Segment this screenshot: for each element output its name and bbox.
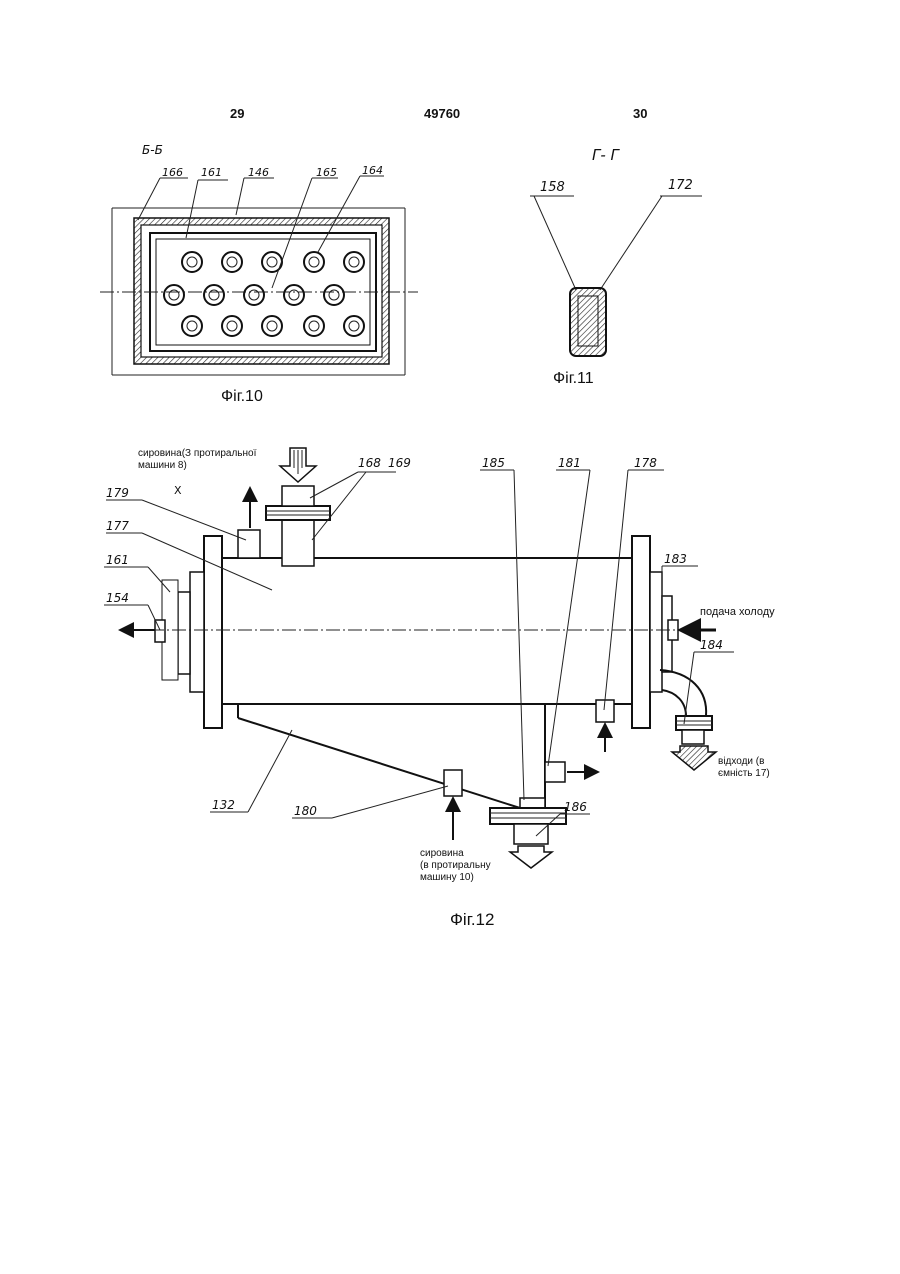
fig10-caption: Фіг.10 <box>221 388 263 406</box>
fig12-heat-exchanger <box>104 448 734 868</box>
fig12-label-177: 177 <box>106 519 129 533</box>
fig12-label-132: 132 <box>212 798 235 812</box>
fig12-label-169-text: 169 <box>388 456 411 470</box>
raw-inlet-line2: машини 8) <box>138 460 256 472</box>
raw-outlet-line3: машину 10) <box>420 872 491 884</box>
fig12-caption: Фіг.12 <box>450 910 494 930</box>
fig10-label-165: 165 <box>316 166 337 179</box>
fig12-label-168: 168 <box>358 456 381 470</box>
cold-supply-note: подача холоду <box>700 606 775 618</box>
waste-line2: ємність 17) <box>718 768 770 780</box>
fig11-section-mark: Г- Г <box>592 146 619 164</box>
raw-material-inlet-note: сировина(З протиральної машини 8) <box>138 448 256 472</box>
fig12-label-161: 161 <box>106 553 129 567</box>
fig11-label-172: 172 <box>668 178 693 193</box>
fig11-caption: Фіг.11 <box>553 370 594 388</box>
fig12-label-180: 180 <box>294 804 317 818</box>
fig12-label-186: 186 <box>564 800 587 814</box>
fig11-label-158: 158 <box>540 180 565 195</box>
raw-outlet-line2: (в протиральну <box>420 860 491 872</box>
fig12-label-181: 181 <box>558 456 581 470</box>
fig12-label-179: 179 <box>106 486 129 500</box>
fig10-label-146: 146 <box>248 166 269 179</box>
fig10-label-166: 166 <box>162 166 183 179</box>
fig10-label-164: 164 <box>362 164 383 177</box>
raw-inlet-line1: сировина(З протиральної <box>138 448 256 460</box>
fig10-section-view <box>100 176 418 375</box>
waste-note: відходи (в ємність 17) <box>718 756 770 780</box>
fig12-label-185: 185 <box>482 456 505 470</box>
waste-line1: відходи (в <box>718 756 770 768</box>
fig12-label-184: 184 <box>700 638 723 652</box>
fig12-label-154: 154 <box>106 591 129 605</box>
raw-material-outlet-note: сировина (в протиральну машину 10) <box>420 848 491 884</box>
fig10-section-mark: Б-Б <box>142 143 163 157</box>
fig10-label-161: 161 <box>201 166 222 179</box>
fig11-section-view <box>530 196 702 356</box>
fig12-label-178: 178 <box>634 456 657 470</box>
raw-outlet-line1: сировина <box>420 848 491 860</box>
fig12-view-mark: X <box>174 484 182 497</box>
fig12-label-183: 183 <box>664 552 687 566</box>
